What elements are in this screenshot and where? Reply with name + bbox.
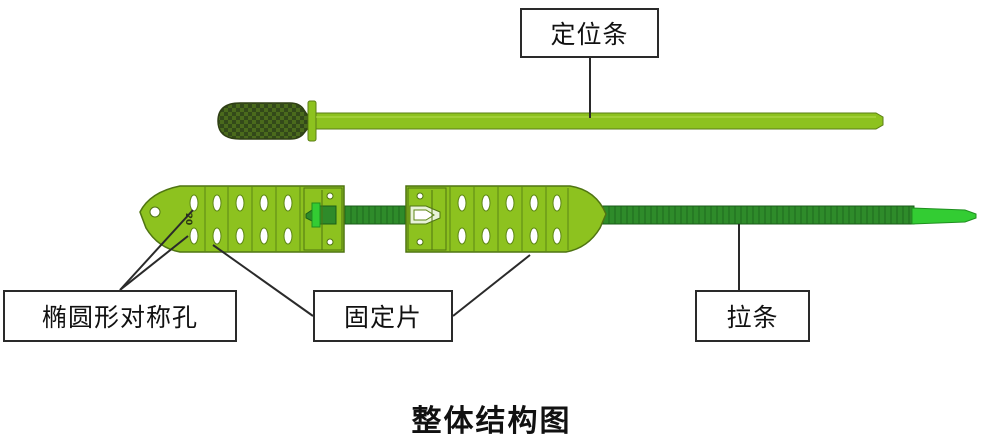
- mounting-hole: [149, 206, 161, 218]
- elliptical-hole: [457, 194, 467, 212]
- elliptical-hole: [212, 227, 222, 245]
- pull-strip-tip: [911, 207, 977, 225]
- elliptical-hole: [457, 227, 467, 245]
- plate-marking: 20: [183, 213, 193, 226]
- label-fixing-plate: 固定片: [313, 290, 453, 342]
- elliptical-holes-left: [189, 194, 293, 245]
- elliptical-hole: [189, 194, 199, 212]
- buckle-right: [407, 187, 447, 251]
- elliptical-hole: [505, 194, 515, 212]
- fixing-plate-right: [405, 185, 607, 253]
- elliptical-hole: [529, 227, 539, 245]
- elliptical-hole: [481, 227, 491, 245]
- elliptical-hole: [529, 194, 539, 212]
- elliptical-hole: [481, 194, 491, 212]
- leader-line-holes-1: [119, 209, 194, 291]
- positioning-strip: [217, 100, 884, 142]
- plate-right-dividers: [449, 186, 569, 252]
- positioning-strip-body: [315, 112, 884, 130]
- elliptical-hole: [235, 227, 245, 245]
- elliptical-hole: [505, 227, 515, 245]
- leader-line-plate-right: [452, 254, 531, 317]
- elliptical-hole: [212, 194, 222, 212]
- elliptical-hole: [235, 194, 245, 212]
- elliptical-hole: [259, 194, 269, 212]
- leader-line-plate-left: [212, 244, 314, 317]
- leader-lines: [119, 58, 740, 317]
- elliptical-hole: [283, 194, 293, 212]
- elliptical-hole: [283, 227, 293, 245]
- diagram-caption: 整体结构图: [411, 404, 572, 439]
- label-positioning-strip: 定位条: [520, 8, 659, 58]
- buckle-left: [303, 187, 343, 251]
- label-pull-strip: 拉条: [695, 290, 810, 342]
- positioning-strip-collar: [307, 100, 317, 142]
- elliptical-hole: [552, 194, 562, 212]
- leader-line-holes-2: [119, 235, 189, 291]
- positioning-strip-grip: [217, 102, 309, 140]
- label-elliptical-holes: 椭圆形对称孔: [3, 290, 237, 342]
- elliptical-hole: [259, 227, 269, 245]
- plate-left-dividers: [204, 186, 301, 252]
- fixing-plate-left: 20: [139, 185, 345, 253]
- elliptical-hole: [552, 227, 562, 245]
- elliptical-holes-right: [457, 194, 562, 245]
- elliptical-hole: [189, 227, 199, 245]
